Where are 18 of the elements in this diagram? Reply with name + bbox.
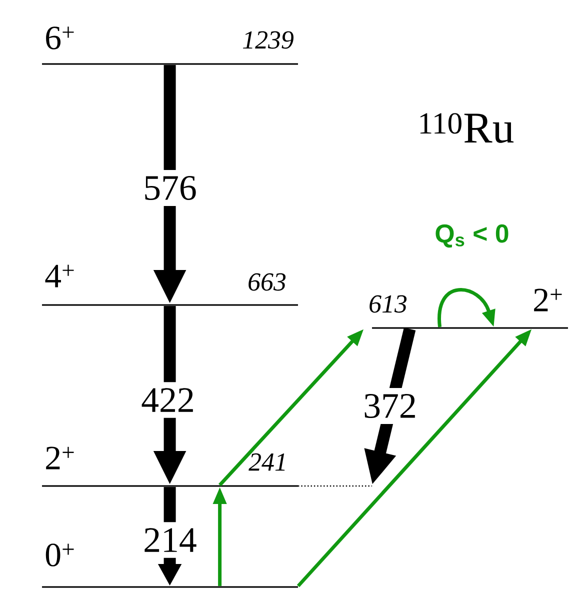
nucleus-label: $^{110}$Ru: [420, 113, 514, 143]
node-label: 1239: [243, 31, 294, 49]
node-label: 2$^{+}$: [534, 288, 562, 312]
energy-level: 6$^{+}$ 1239: [42, 26, 298, 65]
energy-level: 4$^{+}$ 663: [42, 264, 298, 306]
energy-level: 613 2$^{+}$: [370, 288, 568, 329]
node-label: 663: [248, 273, 286, 291]
node-label: 613: [370, 295, 407, 313]
edge-label: 422: [135, 382, 201, 418]
edge-label: 576: [137, 170, 203, 206]
node-label: 4$^{+}$: [45, 264, 74, 288]
edge-label: Q$_{s}$ < 0: [436, 224, 508, 248]
energy-level: 2$^{+}$ 241: [42, 446, 372, 487]
node-label: 6$^{+}$: [46, 26, 74, 50]
node-label: 0$^{+}$: [46, 544, 74, 566]
edge-label: 372: [357, 388, 423, 424]
edge-label: 214: [137, 522, 203, 558]
arrow: [438, 288, 496, 328]
